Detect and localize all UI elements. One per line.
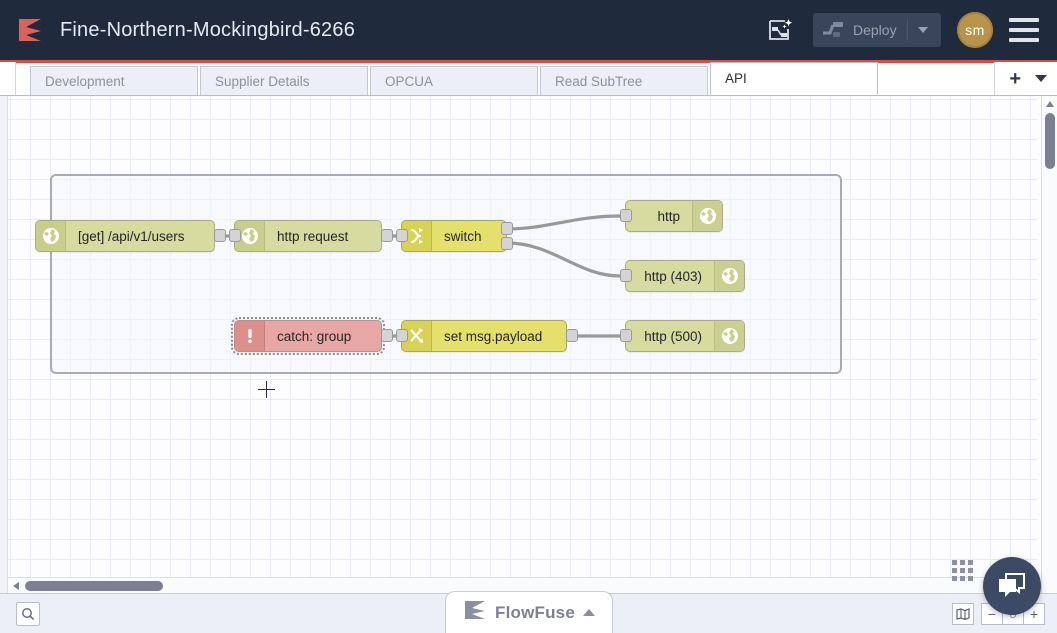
node-change[interactable]: set msg.payload (401, 320, 567, 352)
app-header: Fine-Northern-Mockingbird-6266 (0, 0, 1057, 63)
avatar[interactable]: sm (957, 12, 993, 48)
crosshair-cursor (258, 381, 275, 398)
flow-tab-bar: Development Supplier Details OPCUA Read … (0, 62, 1057, 96)
plus-icon: + (1029, 605, 1039, 622)
tab-list-menu-button[interactable] (1035, 75, 1047, 82)
minus-icon: − (987, 605, 997, 622)
node-http-response-200[interactable]: http (625, 200, 723, 232)
deploy-icon (821, 21, 847, 39)
tab-label: OPCUA (385, 73, 434, 89)
node-output-port-2[interactable] (501, 237, 513, 250)
node-http-in[interactable]: [get] /api/v1/users (35, 220, 215, 252)
node-label: http (403) (644, 268, 702, 284)
flowfuse-logo-icon (16, 17, 44, 43)
deploy-label: Deploy (853, 22, 897, 38)
node-input-port[interactable] (620, 209, 632, 222)
node-catch[interactable]: catch: group (231, 317, 385, 355)
scroll-left-icon[interactable] (13, 582, 19, 590)
node-label: catch: group (277, 328, 352, 344)
ai-generate-flow-icon[interactable] (763, 13, 797, 47)
globe-icon (692, 201, 722, 231)
deploy-dropdown-button[interactable] (910, 27, 936, 33)
node-label: http request (277, 228, 349, 244)
tab-supplier-details[interactable]: Supplier Details (200, 66, 368, 95)
tab-development[interactable]: Development (30, 66, 198, 95)
node-label: set msg.payload (444, 328, 543, 344)
tab-label: Supplier Details (215, 73, 310, 89)
node-switch[interactable]: switch (401, 220, 507, 252)
canvas-left-gutter (0, 96, 8, 593)
deploy-button[interactable]: Deploy (813, 13, 941, 47)
node-http-response-500[interactable]: http (500) (625, 320, 745, 352)
tab-read-subtree[interactable]: Read SubTree (540, 66, 708, 95)
chevron-down-icon (917, 27, 928, 33)
node-output-port[interactable] (381, 229, 393, 242)
node-input-port[interactable] (620, 269, 632, 282)
page-title: Fine-Northern-Mockingbird-6266 (60, 18, 356, 41)
node-label: http (657, 208, 680, 224)
tab-opcua[interactable]: OPCUA (370, 66, 538, 95)
tab-label: Development (45, 73, 125, 89)
tab-api[interactable]: API (710, 62, 878, 95)
scroll-up-icon[interactable] (1046, 101, 1054, 107)
vertical-scroll-thumb[interactable] (1045, 113, 1055, 169)
tab-label: Read SubTree (555, 73, 643, 89)
brand: Fine-Northern-Mockingbird-6266 (0, 17, 355, 43)
node-http-response-403[interactable]: http (403) (625, 260, 745, 292)
chat-bubble-icon[interactable] (983, 557, 1041, 615)
node-input-port[interactable] (396, 229, 408, 242)
tabbar-tools: + (994, 62, 1057, 95)
tab-label: API (725, 71, 747, 86)
status-bar-left (0, 601, 40, 626)
tabbar-spacer (16, 62, 30, 95)
flowfuse-panel-toggle[interactable]: FlowFuse (445, 591, 613, 633)
deploy-separator (906, 19, 908, 41)
node-output-port-1[interactable] (501, 222, 513, 235)
map-view-button[interactable] (952, 602, 974, 625)
canvas-grid[interactable]: [get] /api/v1/users http request (8, 96, 1037, 593)
globe-icon (714, 261, 744, 291)
avatar-initials: sm (965, 22, 985, 38)
node-output-port[interactable] (381, 329, 393, 342)
drag-handle-icon[interactable] (952, 560, 973, 581)
flowfuse-label: FlowFuse (495, 602, 575, 622)
canvas-horizontal-scrollbar[interactable] (8, 577, 1029, 593)
node-http-request[interactable]: http request (234, 220, 382, 252)
node-label: [get] /api/v1/users (78, 228, 185, 244)
flowfuse-logo-icon (463, 599, 487, 626)
globe-icon (714, 321, 744, 351)
node-label: http (500) (644, 328, 702, 344)
node-label: switch (444, 228, 482, 244)
horizontal-scroll-thumb[interactable] (25, 581, 163, 591)
node-input-port[interactable] (396, 329, 408, 342)
warning-icon (235, 321, 265, 351)
node-output-port[interactable] (214, 229, 226, 242)
search-icon[interactable] (16, 601, 40, 626)
canvas-vertical-scrollbar[interactable] (1041, 96, 1057, 593)
globe-icon (36, 221, 66, 251)
node-output-port[interactable] (566, 329, 578, 342)
flow-canvas[interactable]: [get] /api/v1/users http request (0, 96, 1057, 633)
node-input-port[interactable] (620, 329, 632, 342)
header-actions: Deploy sm (763, 12, 1057, 48)
node-input-port[interactable] (229, 229, 241, 242)
chevron-up-icon (583, 609, 595, 616)
hamburger-menu-icon[interactable] (1009, 18, 1039, 42)
add-tab-button[interactable]: + (1009, 67, 1021, 90)
globe-icon (235, 221, 265, 251)
tabbar-gutter (0, 62, 16, 95)
